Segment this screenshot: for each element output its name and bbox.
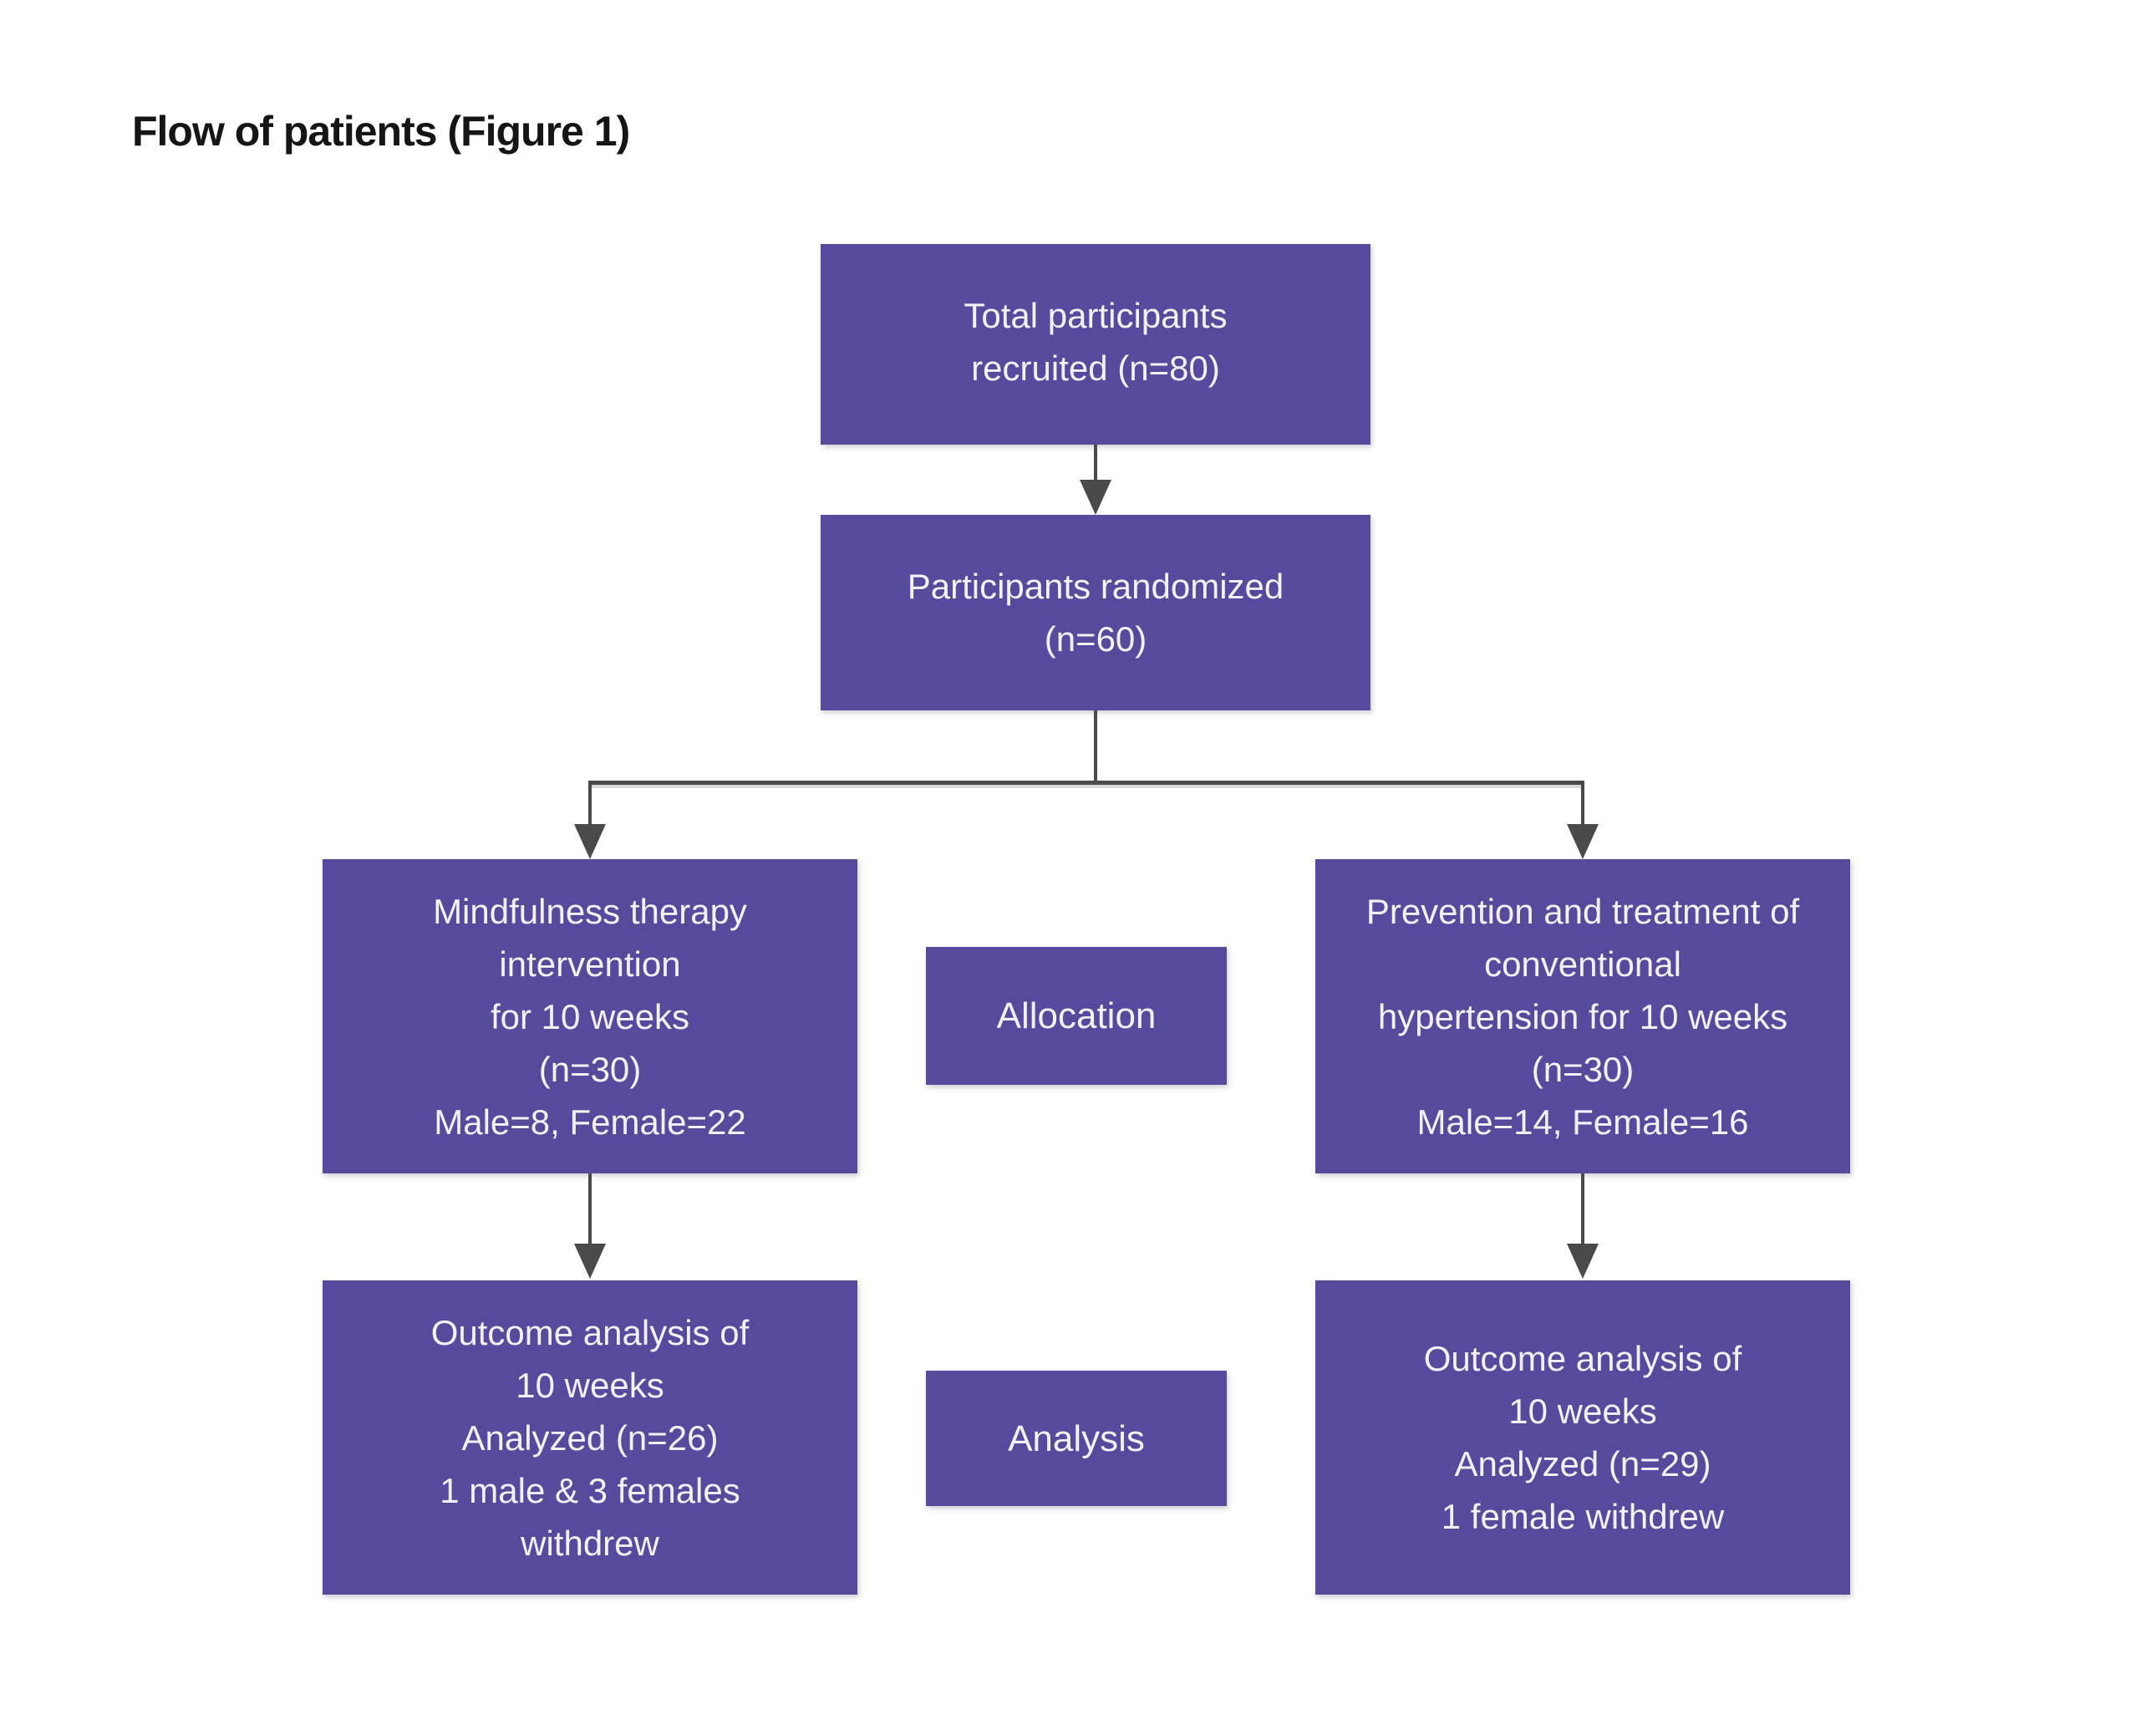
- box-text-line: (n=30): [538, 1049, 642, 1089]
- box-text-line: Allocation: [996, 995, 1157, 1036]
- connector-prevention-outcome: [1581, 1173, 1584, 1245]
- box-text-line: (n=30): [1531, 1049, 1635, 1089]
- box-text-line: Male=8, Female=22: [434, 1102, 746, 1142]
- connector-mindfulness-outcome: [588, 1173, 592, 1245]
- box-text-line: for 10 weeks: [490, 996, 690, 1036]
- page-title: Flow of patients (Figure 1): [132, 108, 630, 155]
- box-text-line: withdrew: [521, 1523, 659, 1563]
- connector-split-horizontal: [588, 781, 1584, 785]
- box-text-line: 10 weeks: [516, 1365, 664, 1405]
- arrowhead-down-icon: [574, 1244, 606, 1279]
- arrowhead-down-icon: [574, 824, 606, 859]
- flow-box-analysis-label: Analysis: [926, 1371, 1227, 1506]
- box-text-line: Participants randomized: [907, 567, 1284, 606]
- box-text-line: (n=60): [1044, 619, 1147, 659]
- flow-box-conventional-treatment: Prevention and treatment of conventional…: [1315, 859, 1850, 1173]
- connector-split-stem: [1094, 710, 1097, 784]
- flow-box-outcome-mindfulness: Outcome analysis of 10 weeks Analyzed (n…: [323, 1280, 857, 1595]
- connector-split-right-drop: [1581, 782, 1584, 826]
- box-text-line: conventional: [1484, 944, 1681, 984]
- flow-box-allocation-label: Allocation: [926, 947, 1227, 1085]
- flow-box-mindfulness-intervention: Mindfulness therapy intervention for 10 …: [323, 859, 857, 1173]
- box-text-line: Analyzed (n=26): [461, 1417, 719, 1458]
- flow-box-randomized: Participants randomized (n=60): [821, 515, 1370, 710]
- arrowhead-down-icon: [1567, 1244, 1599, 1279]
- box-text-line: Mindfulness therapy: [433, 891, 747, 931]
- box-text-line: Prevention and treatment of: [1365, 891, 1800, 931]
- box-text-line: 1 female withdrew: [1441, 1497, 1725, 1536]
- box-text-line: hypertension for 10 weeks: [1377, 996, 1788, 1036]
- box-text-line: 10 weeks: [1508, 1392, 1657, 1431]
- flow-box-outcome-conventional: Outcome analysis of 10 weeks Analyzed (n…: [1315, 1280, 1850, 1595]
- box-text-line: Male=14, Female=16: [1416, 1102, 1749, 1142]
- box-text-line: Outcome analysis of: [1423, 1339, 1742, 1378]
- box-text-line: Outcome analysis of: [430, 1312, 750, 1352]
- box-text-line: 1 male & 3 females: [440, 1470, 740, 1510]
- flow-box-total-recruited: Total participants recruited (n=80): [821, 244, 1370, 445]
- box-text-line: Total participants: [964, 296, 1228, 335]
- box-text-line: recruited (n=80): [971, 349, 1220, 388]
- arrowhead-down-icon: [1080, 480, 1111, 515]
- arrowhead-down-icon: [1567, 824, 1599, 859]
- connector-split-left-drop: [588, 782, 592, 826]
- connector-recruited-randomized: [1094, 445, 1097, 483]
- box-text-line: intervention: [499, 944, 681, 984]
- box-text-line: Analyzed (n=29): [1454, 1444, 1711, 1483]
- box-text-line: Analysis: [1008, 1417, 1145, 1459]
